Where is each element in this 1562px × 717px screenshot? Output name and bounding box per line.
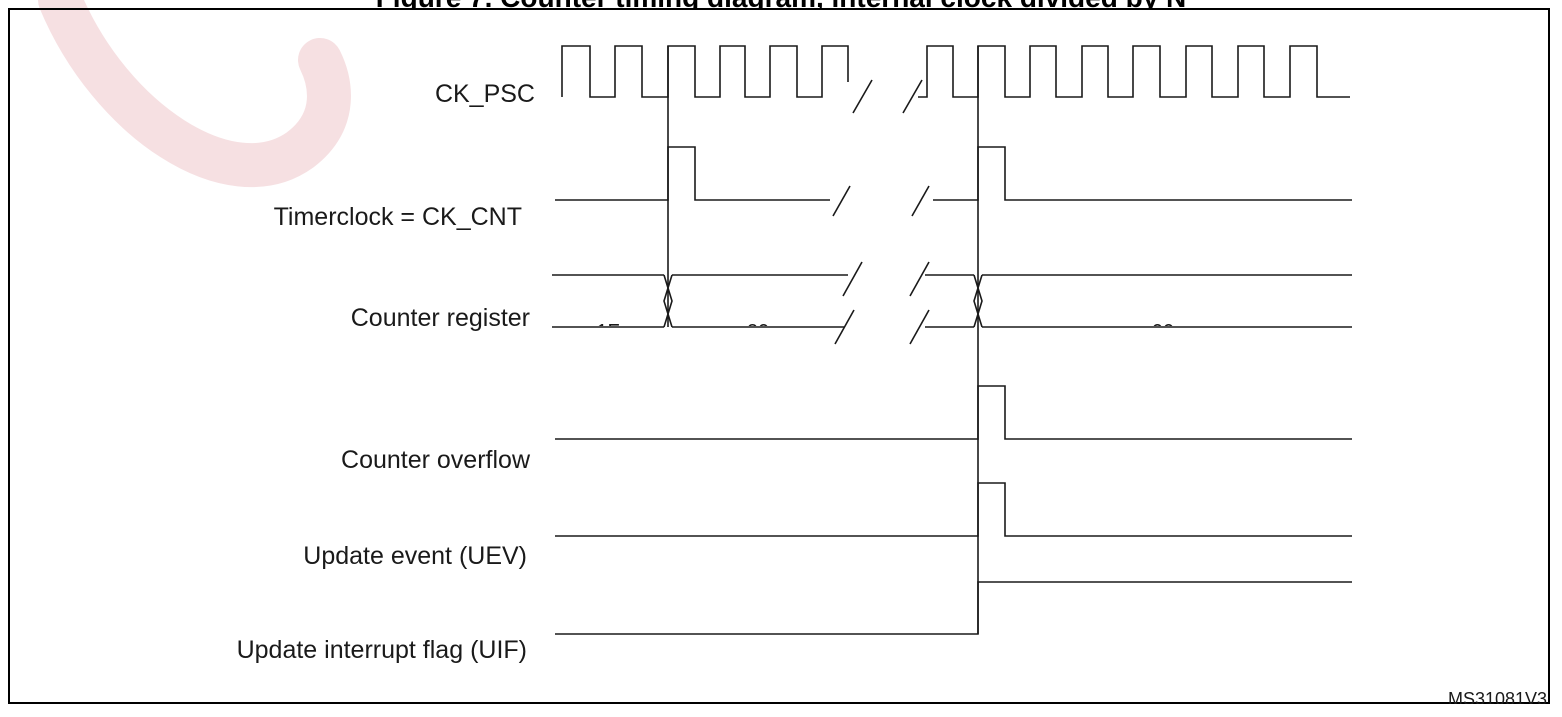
- counter-overflow-waveform: [555, 385, 1352, 440]
- uif-waveform: [555, 581, 1352, 635]
- uev-waveform: [555, 482, 1352, 537]
- ck-cnt-waveform-resume: [933, 146, 1352, 201]
- signal-label-update-interrupt-flag: Update interrupt flag (UIF): [236, 636, 527, 664]
- figure-title: Figure 7. Counter timing diagram, intern…: [0, 0, 1562, 10]
- counter-reg-transition-2: [973, 274, 983, 328]
- signal-label-update-event: Update event (UEV): [303, 542, 527, 570]
- counter-reg-break-c: [909, 261, 930, 297]
- document-id: MS31081V3: [1448, 690, 1548, 704]
- counter-reg-transition-1: [663, 274, 673, 328]
- counter-reg-break-d: [909, 309, 930, 345]
- ck-cnt-break-left: [832, 185, 851, 217]
- counter-value-1f: 1F: [596, 321, 619, 343]
- ck-cnt-break-right: [911, 185, 930, 217]
- counter-value-20: 20: [747, 321, 769, 343]
- ck-psc-waveform-resume: [918, 45, 1350, 98]
- counter-reg-break-a: [842, 261, 863, 297]
- signal-label-timerclock: Timerclock = CK_CNT: [273, 203, 522, 231]
- counter-reg-break-b: [834, 309, 855, 345]
- signal-label-ck-psc: CK_PSC: [434, 80, 535, 108]
- signal-label-counter-overflow: Counter overflow: [341, 446, 530, 474]
- ck-cnt-waveform: [555, 146, 830, 201]
- ck-psc-break-left: [852, 79, 873, 114]
- ck-psc-break-right: [902, 79, 923, 114]
- diagram-frame: [8, 8, 1550, 704]
- counter-value-00: 00: [1152, 321, 1174, 343]
- signal-label-counter-register: Counter register: [350, 304, 530, 332]
- ck-psc-waveform: [561, 45, 849, 98]
